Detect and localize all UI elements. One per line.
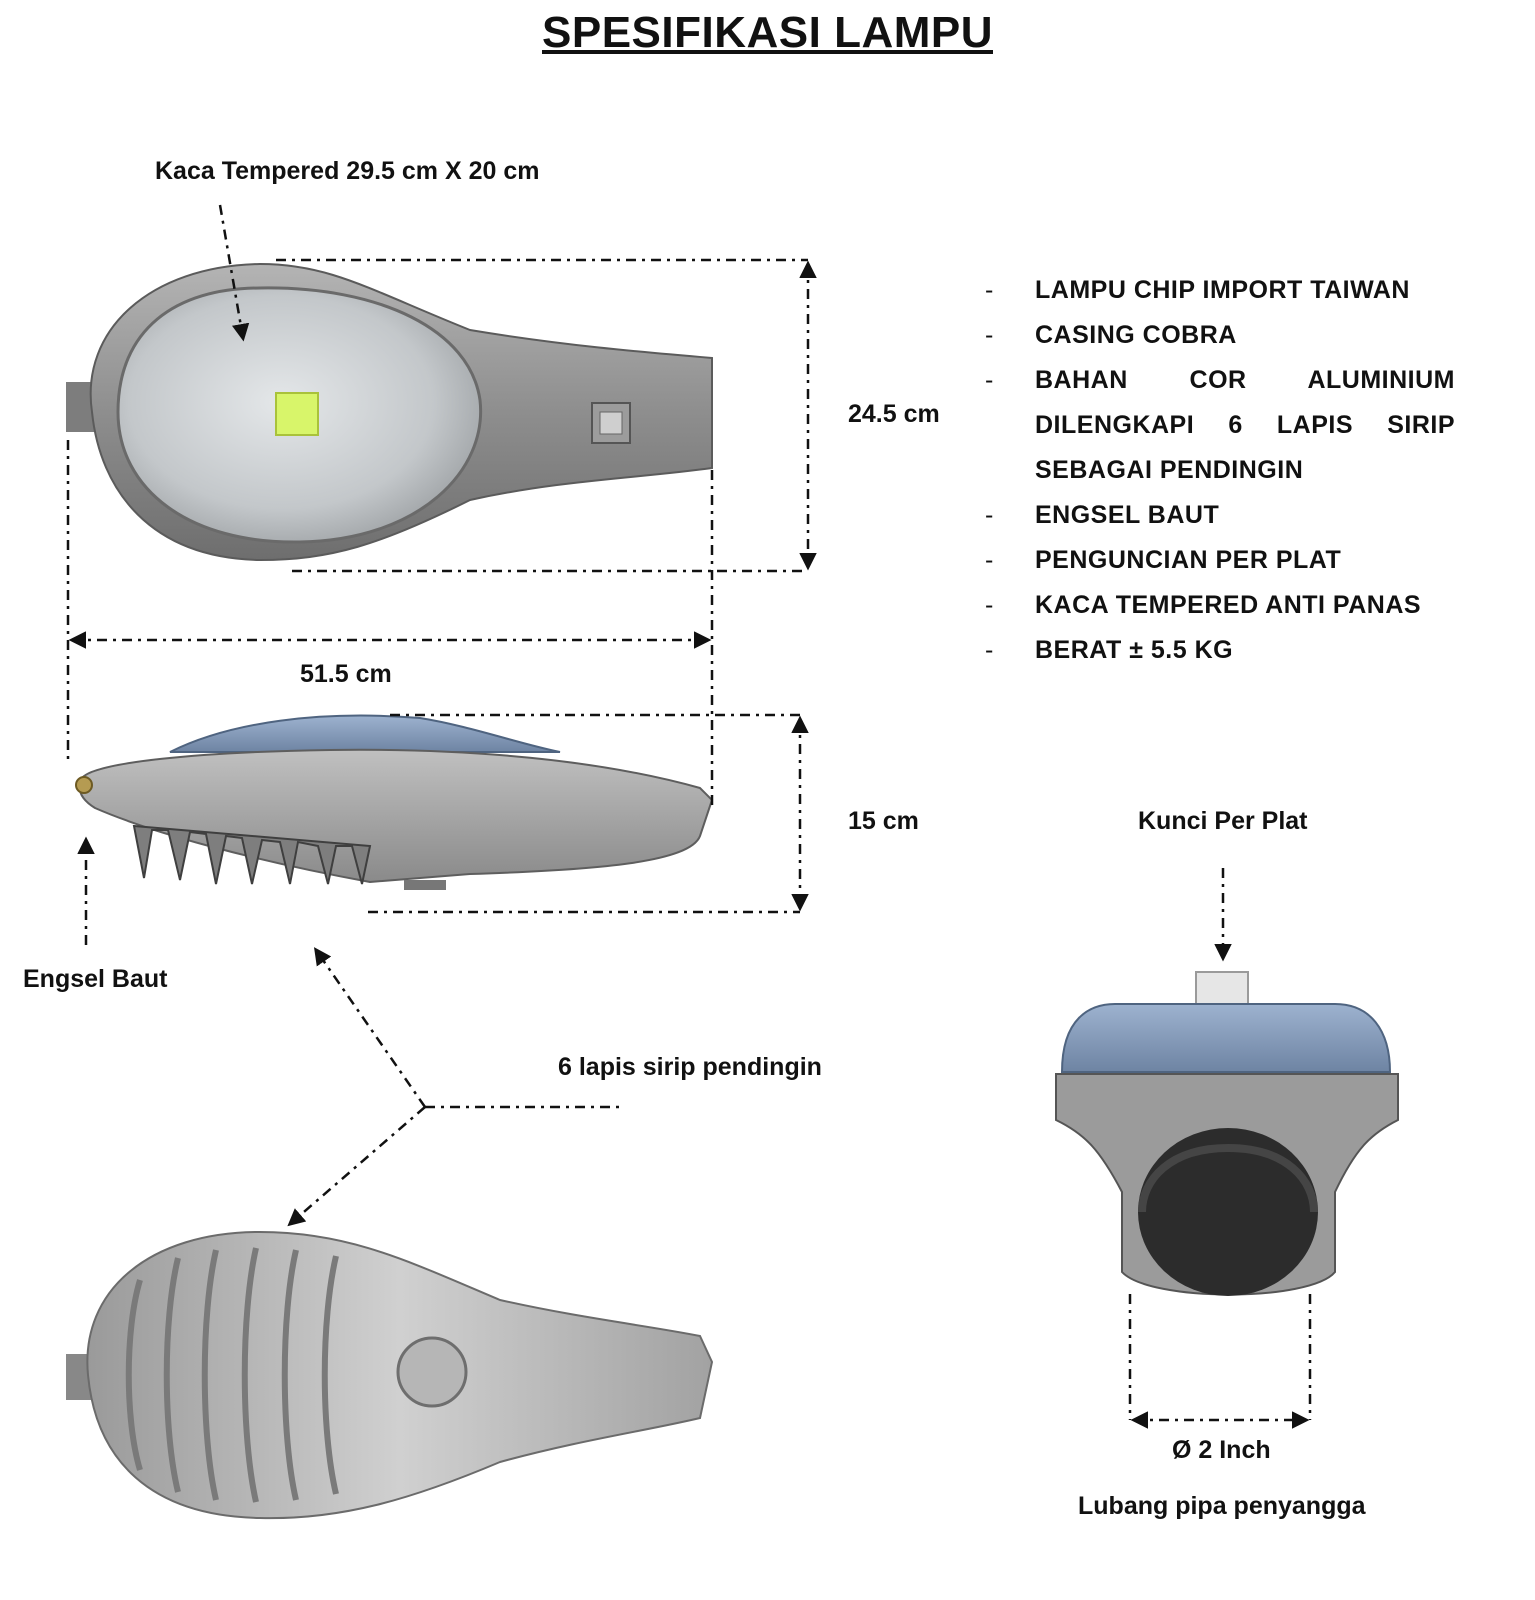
spec-text: ENGSEL BAUT [1035,501,1220,529]
spec-text: BAHAN COR ALUMINIUM [1035,366,1455,394]
spec-item: - CASING COBRA [985,313,1455,358]
lamp-side-view [75,714,714,890]
casing-side [78,748,714,884]
length-51-5-label: 51.5 cm [300,660,392,688]
lock-label: Kunci Per Plat [1138,807,1308,835]
glass-pointer-arrow [218,204,250,342]
spec-item: - BAHAN COR ALUMINIUM [985,358,1455,403]
cooling-fins-side [132,824,372,885]
height-15-label: 15 cm [848,807,919,835]
spec-text: LAMPU CHIP IMPORT TAIWAN [1035,276,1410,304]
spec-list: - LAMPU CHIP IMPORT TAIWAN - CASING COBR… [985,268,1455,673]
page-title: SPESIFIKASI LAMPU [542,8,993,57]
fins-pointer-arrow-upper [314,947,427,1108]
spec-item: - ENGSEL BAUT [985,493,1455,538]
lamp-end-view [1055,971,1399,1296]
spec-text: DILENGKAPI 6 LAPIS SIRIP [1035,411,1455,439]
spec-item-continued: SEBAGAI PENDINGIN [985,448,1455,493]
lamp-top-view [66,262,713,562]
spec-item: - LAMPU CHIP IMPORT TAIWAN [985,268,1455,313]
led-chip [275,392,319,436]
spec-text: KACA TEMPERED ANTI PANAS [1035,591,1422,619]
spec-item: - KACA TEMPERED ANTI PANAS [985,583,1455,628]
hinge-label: Engsel Baut [23,965,168,993]
spec-item: - BERAT ± 5.5 KG [985,628,1455,673]
spec-item-continued: DILENGKAPI 6 LAPIS SIRIP [985,403,1455,448]
side-foot [404,880,446,890]
fins-label: 6 lapis sirip pendingin [558,1053,822,1081]
spec-item: - PENGUNCIAN PER PLAT [985,538,1455,583]
spec-text: BERAT ± 5.5 KG [1035,636,1234,664]
glass-dome-side [169,714,561,753]
diameter-label: Ø 2 Inch [1172,1436,1271,1464]
height-24-5-label: 24.5 cm [848,400,940,428]
pipe-hole [1138,1128,1318,1296]
glass-label: Kaca Tempered 29.5 cm X 20 cm [155,157,540,185]
bottom-round-boss [396,1336,468,1408]
dimension-lines [66,204,1312,1429]
spec-text: SEBAGAI PENDINGIN [1035,456,1304,484]
glass-dome-end [1060,1003,1392,1073]
spec-text: CASING COBRA [1035,321,1237,349]
cooling-fins-bottom [125,1247,339,1503]
fins-pointer-arrow-lower [287,1106,426,1227]
spec-text: PENGUNCIAN PER PLAT [1035,546,1342,574]
pipe-hole-label: Lubang pipa penyangga [1078,1492,1366,1520]
hinge-bolt-side [75,776,93,794]
lamp-bottom-view [66,1230,714,1520]
